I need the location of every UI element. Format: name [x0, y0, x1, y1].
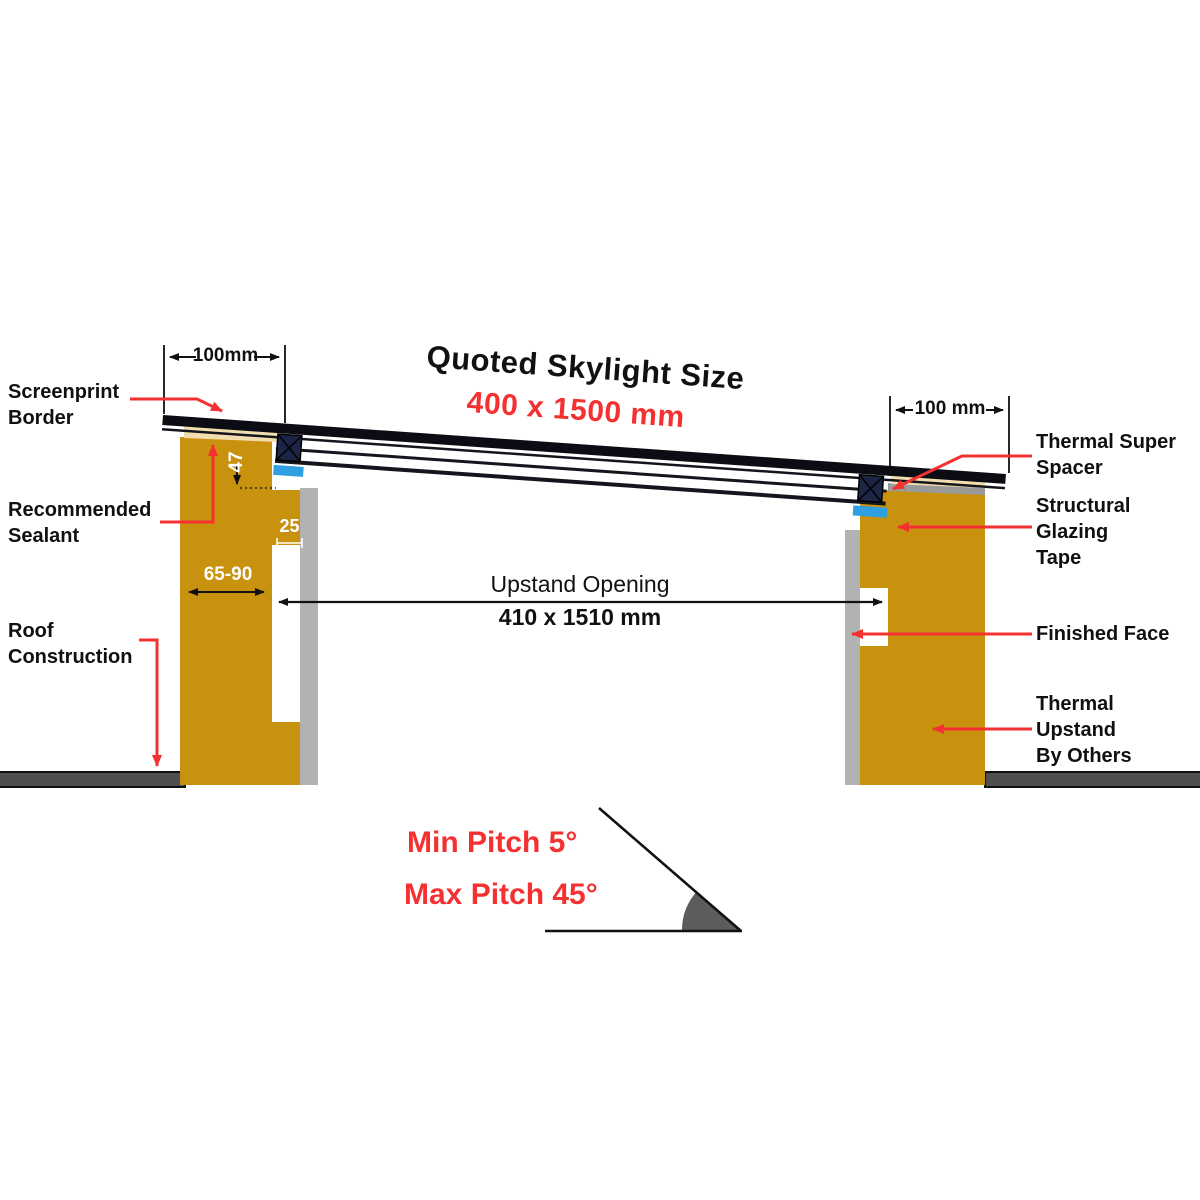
glass-thickness-dim: 47	[226, 451, 247, 473]
inner-glass-pane	[274, 458, 886, 506]
callout-finished-face: Finished Face	[1036, 621, 1169, 647]
callout-thermal-super-spacer: Thermal Super Spacer	[1036, 429, 1176, 481]
right-upstand-notch	[860, 588, 888, 646]
spacer-hatch	[275, 435, 303, 461]
screenprint-border-line	[161, 427, 1006, 490]
callout-roof-construction: Roof Construction	[8, 618, 132, 670]
leader-roof-construction	[139, 638, 162, 767]
callout-line: Sealant	[8, 525, 80, 547]
opening-label: Upstand Opening	[490, 571, 670, 597]
right-glazing-tape	[852, 505, 888, 518]
callout-line: Border	[8, 407, 74, 429]
middle-glass-pane	[275, 446, 887, 493]
pitch-angle-wedge	[682, 892, 740, 930]
pitch-slope-line	[598, 807, 742, 932]
roof-bar-left	[0, 771, 186, 788]
upstand-wall-dim: 65-90	[203, 564, 253, 585]
spacer-hatch	[857, 475, 884, 502]
left-upstand-gold	[180, 437, 300, 785]
callout-line: Glazing	[1036, 521, 1109, 543]
callout-line: Upstand	[1036, 719, 1116, 741]
glass-unit	[161, 415, 1006, 518]
callout-structural-glazing-tape: Structural Glazing Tape	[1036, 493, 1130, 571]
right-upstand-top-edge	[888, 483, 985, 495]
tape-shelf-dim: 25	[279, 516, 300, 536]
right-finished-face	[845, 530, 860, 785]
callout-line: Structural	[1036, 495, 1131, 517]
callout-screenprint-border: Screenprint Border	[8, 379, 119, 431]
callout-line: Roof	[8, 620, 54, 642]
callout-recommended-sealant: Recommended Sealant	[8, 497, 151, 549]
min-pitch-label: Min Pitch 5°	[407, 826, 578, 859]
max-pitch-label: Max Pitch 45°	[404, 878, 598, 911]
left-glazing-tape	[273, 464, 304, 477]
callout-thermal-upstand: Thermal Upstand By Others	[1036, 691, 1132, 769]
left-upstand-notch	[272, 545, 300, 722]
callout-line: Finished Face	[1036, 623, 1170, 645]
callout-line: By Others	[1036, 745, 1132, 767]
opening-size-value: 410 x 1510 mm	[498, 604, 662, 630]
outer-glass-pane	[162, 415, 1006, 484]
roof-bar-right	[984, 771, 1200, 788]
callout-line: Screenprint	[8, 381, 120, 403]
callout-line: Construction	[8, 646, 133, 668]
left-overhang-dim: 100mm	[192, 345, 259, 366]
left-finished-face	[300, 488, 318, 785]
callout-line: Recommended	[8, 499, 152, 521]
leader-thermal-super-spacer	[892, 454, 1032, 491]
callout-line: Tape	[1036, 547, 1082, 569]
callout-line: Thermal Super	[1036, 431, 1177, 453]
leader-recommended-sealant	[160, 444, 218, 524]
callout-line: Thermal	[1036, 693, 1114, 715]
callout-line: Spacer	[1036, 457, 1103, 479]
leader-screenprint-border	[130, 397, 223, 413]
right-overhang-dim: 100 mm	[914, 398, 986, 419]
